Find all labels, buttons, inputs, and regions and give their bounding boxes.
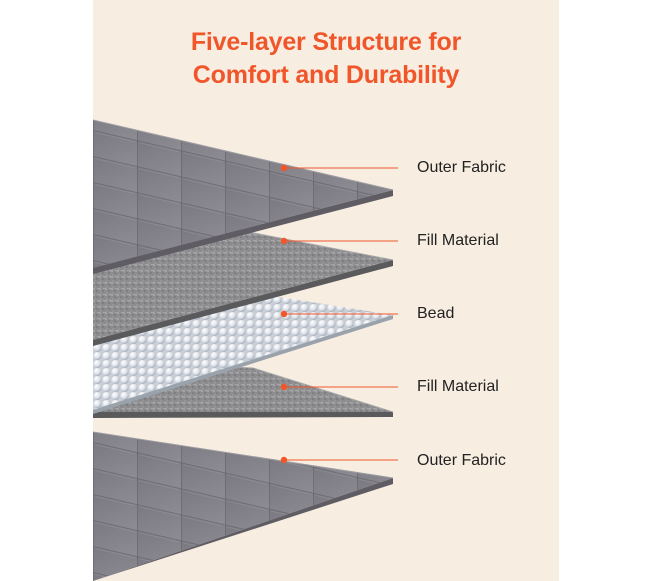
label-fill-material-upper: Fill Material <box>417 232 499 249</box>
leader-dot-5 <box>280 456 288 464</box>
leader-dots <box>280 164 288 464</box>
title: Five-layer Structure for Comfort and Dur… <box>93 26 559 92</box>
title-line-2: Comfort and Durability <box>192 61 460 89</box>
leader-lines <box>284 167 398 461</box>
layer-stack-illustration <box>93 119 398 581</box>
outer-fabric-bottom-layer <box>93 431 394 581</box>
leader-dot-2 <box>280 237 288 245</box>
label-outer-fabric-top: Outer Fabric <box>417 159 506 176</box>
leader-dot-1 <box>280 164 288 172</box>
label-fill-material-lower: Fill Material <box>417 378 499 395</box>
label-bead: Bead <box>417 305 455 322</box>
title-line-1: Five-layer Structure for <box>190 28 462 56</box>
label-outer-fabric-bottom: Outer Fabric <box>417 452 506 469</box>
outer-fabric-top-layer <box>93 119 394 274</box>
infographic-panel: Five-layer Structure for Comfort and Dur… <box>93 0 559 581</box>
leader-dot-3 <box>280 310 288 318</box>
leader-dot-4 <box>280 383 288 391</box>
